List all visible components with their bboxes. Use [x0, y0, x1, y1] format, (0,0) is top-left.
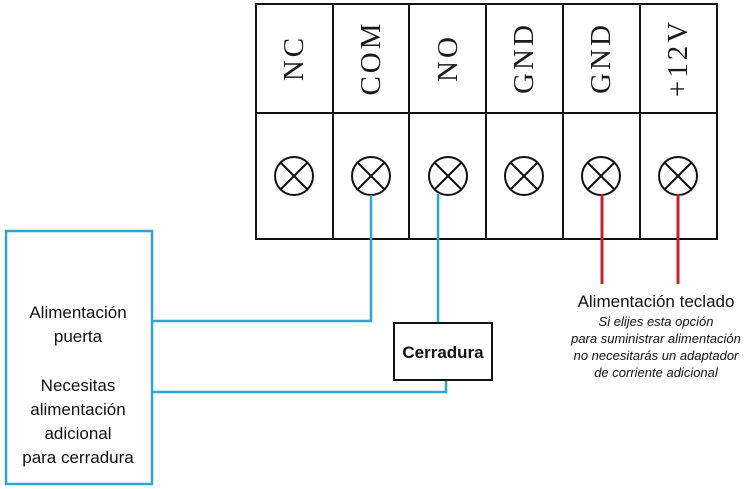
- keypad-power-note-line2: para suministrar alimentación: [570, 331, 741, 346]
- terminal-block: [255, 3, 718, 240]
- red-wires: [600, 194, 680, 284]
- door-power-box-frame: [4, 229, 154, 486]
- lock-label: Cerradura: [402, 343, 484, 362]
- door-power-note-line3: adicional: [44, 424, 111, 443]
- door-power-label-line1: Alimentación: [29, 303, 126, 322]
- screw-terminal-icon: [351, 156, 391, 196]
- lock-box: Cerradura: [393, 322, 493, 381]
- terminal-labels: NC COM NO GND GND +12V: [278, 19, 694, 97]
- terminal-label-gnd: GND: [508, 22, 540, 94]
- lock-box-frame: [393, 322, 493, 381]
- terminal-label-gnd: GND: [585, 22, 617, 94]
- keypad-power-note-line4: de corriente adicional: [594, 365, 719, 380]
- terminal-label-com: COM: [355, 20, 387, 95]
- terminal-label-no: NO: [432, 34, 464, 82]
- screw-terminal-icon: [658, 156, 698, 196]
- keypad-power-title: Alimentación teclado: [578, 292, 735, 311]
- blue-wires: [152, 194, 448, 394]
- door-power-note-line4: para cerradura: [22, 448, 134, 467]
- door-power-note-line1: Necesitas: [41, 376, 116, 395]
- screw-terminal-icon: [274, 156, 314, 196]
- screw-terminal-icon: [581, 156, 621, 196]
- keypad-power-note-line1: Si elijes esta opción: [599, 314, 714, 329]
- keypad-power-note: Alimentación teclado Si elijes esta opci…: [570, 292, 741, 380]
- screw-terminal-icon: [428, 156, 468, 196]
- screw-terminal-icon: [504, 156, 544, 196]
- door-power-note-line2: alimentación: [30, 400, 125, 419]
- keypad-power-note-line3: no necesitarás un adaptador: [574, 348, 739, 363]
- door-power-box: Alimentación puerta Necesitas alimentaci…: [4, 229, 154, 486]
- com-wire: [152, 195, 373, 323]
- screw-terminals: [274, 156, 698, 196]
- lock-return-wire: [152, 380, 448, 394]
- door-power-label-line2: puerta: [54, 327, 103, 346]
- terminal-label-12v: +12V: [662, 19, 694, 97]
- terminal-label-nc: NC: [278, 35, 310, 81]
